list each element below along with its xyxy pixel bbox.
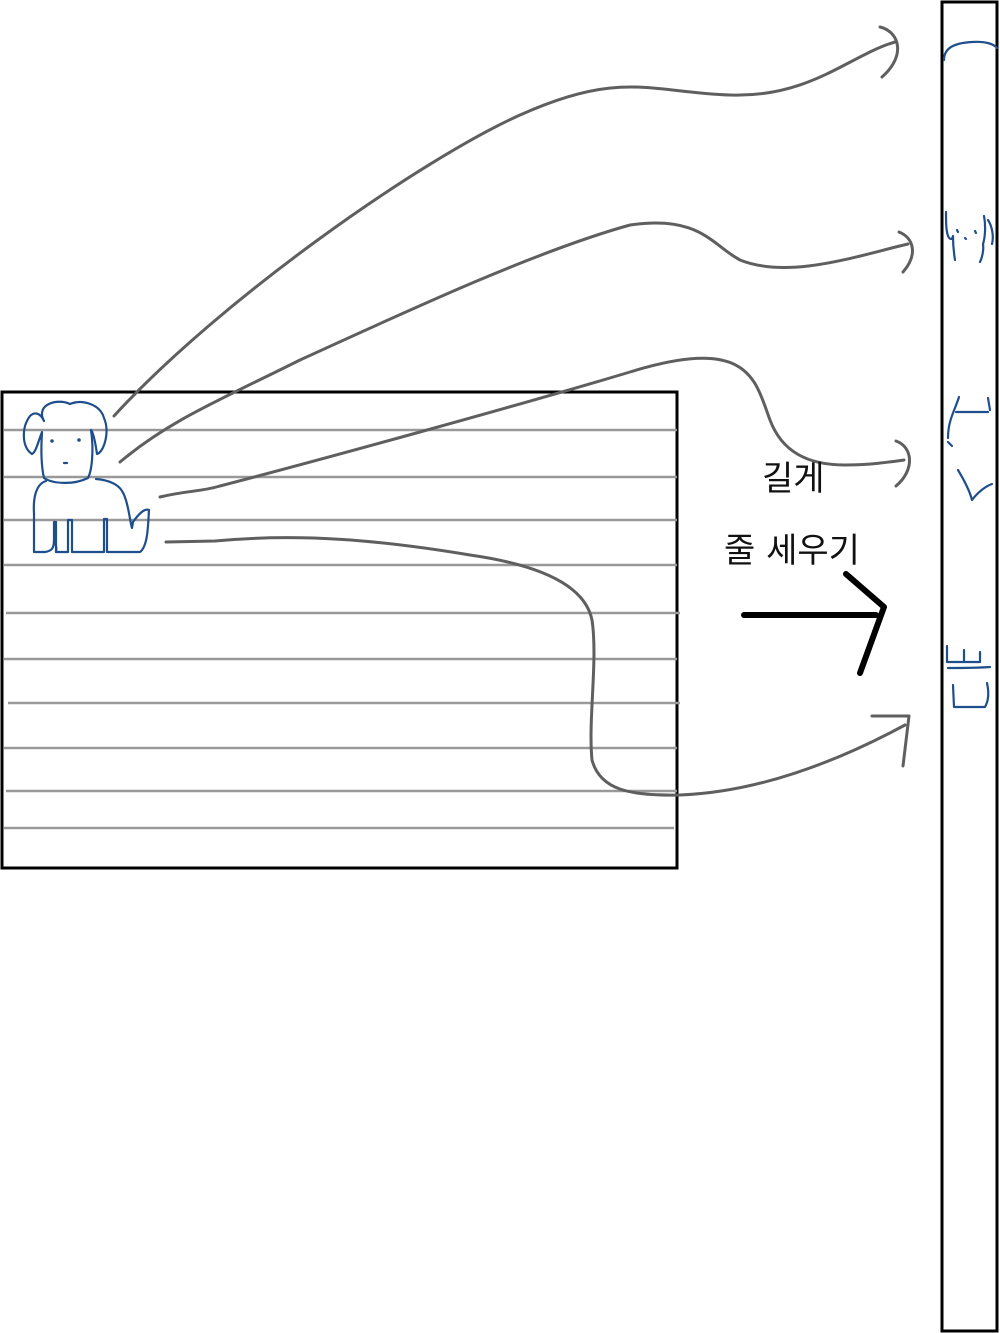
- strip-segment-legs: [945, 644, 992, 709]
- connector-curve: [158, 356, 906, 499]
- result-strip-segments: [942, 40, 999, 709]
- strip-segment-head: [942, 40, 999, 62]
- connector-1: [112, 25, 900, 418]
- annotation: 길게 줄 세우기: [724, 459, 860, 571]
- connector-2: [118, 221, 914, 464]
- connector-curve: [118, 221, 910, 464]
- strip-segment-face: [944, 210, 994, 264]
- connector-curve: [112, 40, 897, 418]
- connectors: [112, 25, 914, 797]
- annotation-line-2: 줄 세우기: [724, 531, 860, 571]
- result-strip: [940, 0, 999, 1333]
- connector-arrowhead: [894, 439, 911, 488]
- stripe-lines: [4, 428, 680, 830]
- strip-segment-body: [946, 395, 994, 502]
- source-panel-frame: [0, 390, 679, 870]
- connector-arrowhead: [878, 25, 900, 79]
- connector-3: [158, 356, 911, 499]
- source-panel: [0, 390, 680, 870]
- right-arrow-icon: [741, 571, 887, 676]
- connector-curve: [164, 536, 907, 797]
- connector-arrowhead: [870, 714, 911, 768]
- annotation-line-1: 길게: [762, 459, 825, 499]
- connector-4: [164, 536, 911, 797]
- puppy-drawing-icon: [22, 400, 151, 554]
- result-strip-frame: [940, 0, 999, 1333]
- connector-arrowhead: [897, 230, 914, 274]
